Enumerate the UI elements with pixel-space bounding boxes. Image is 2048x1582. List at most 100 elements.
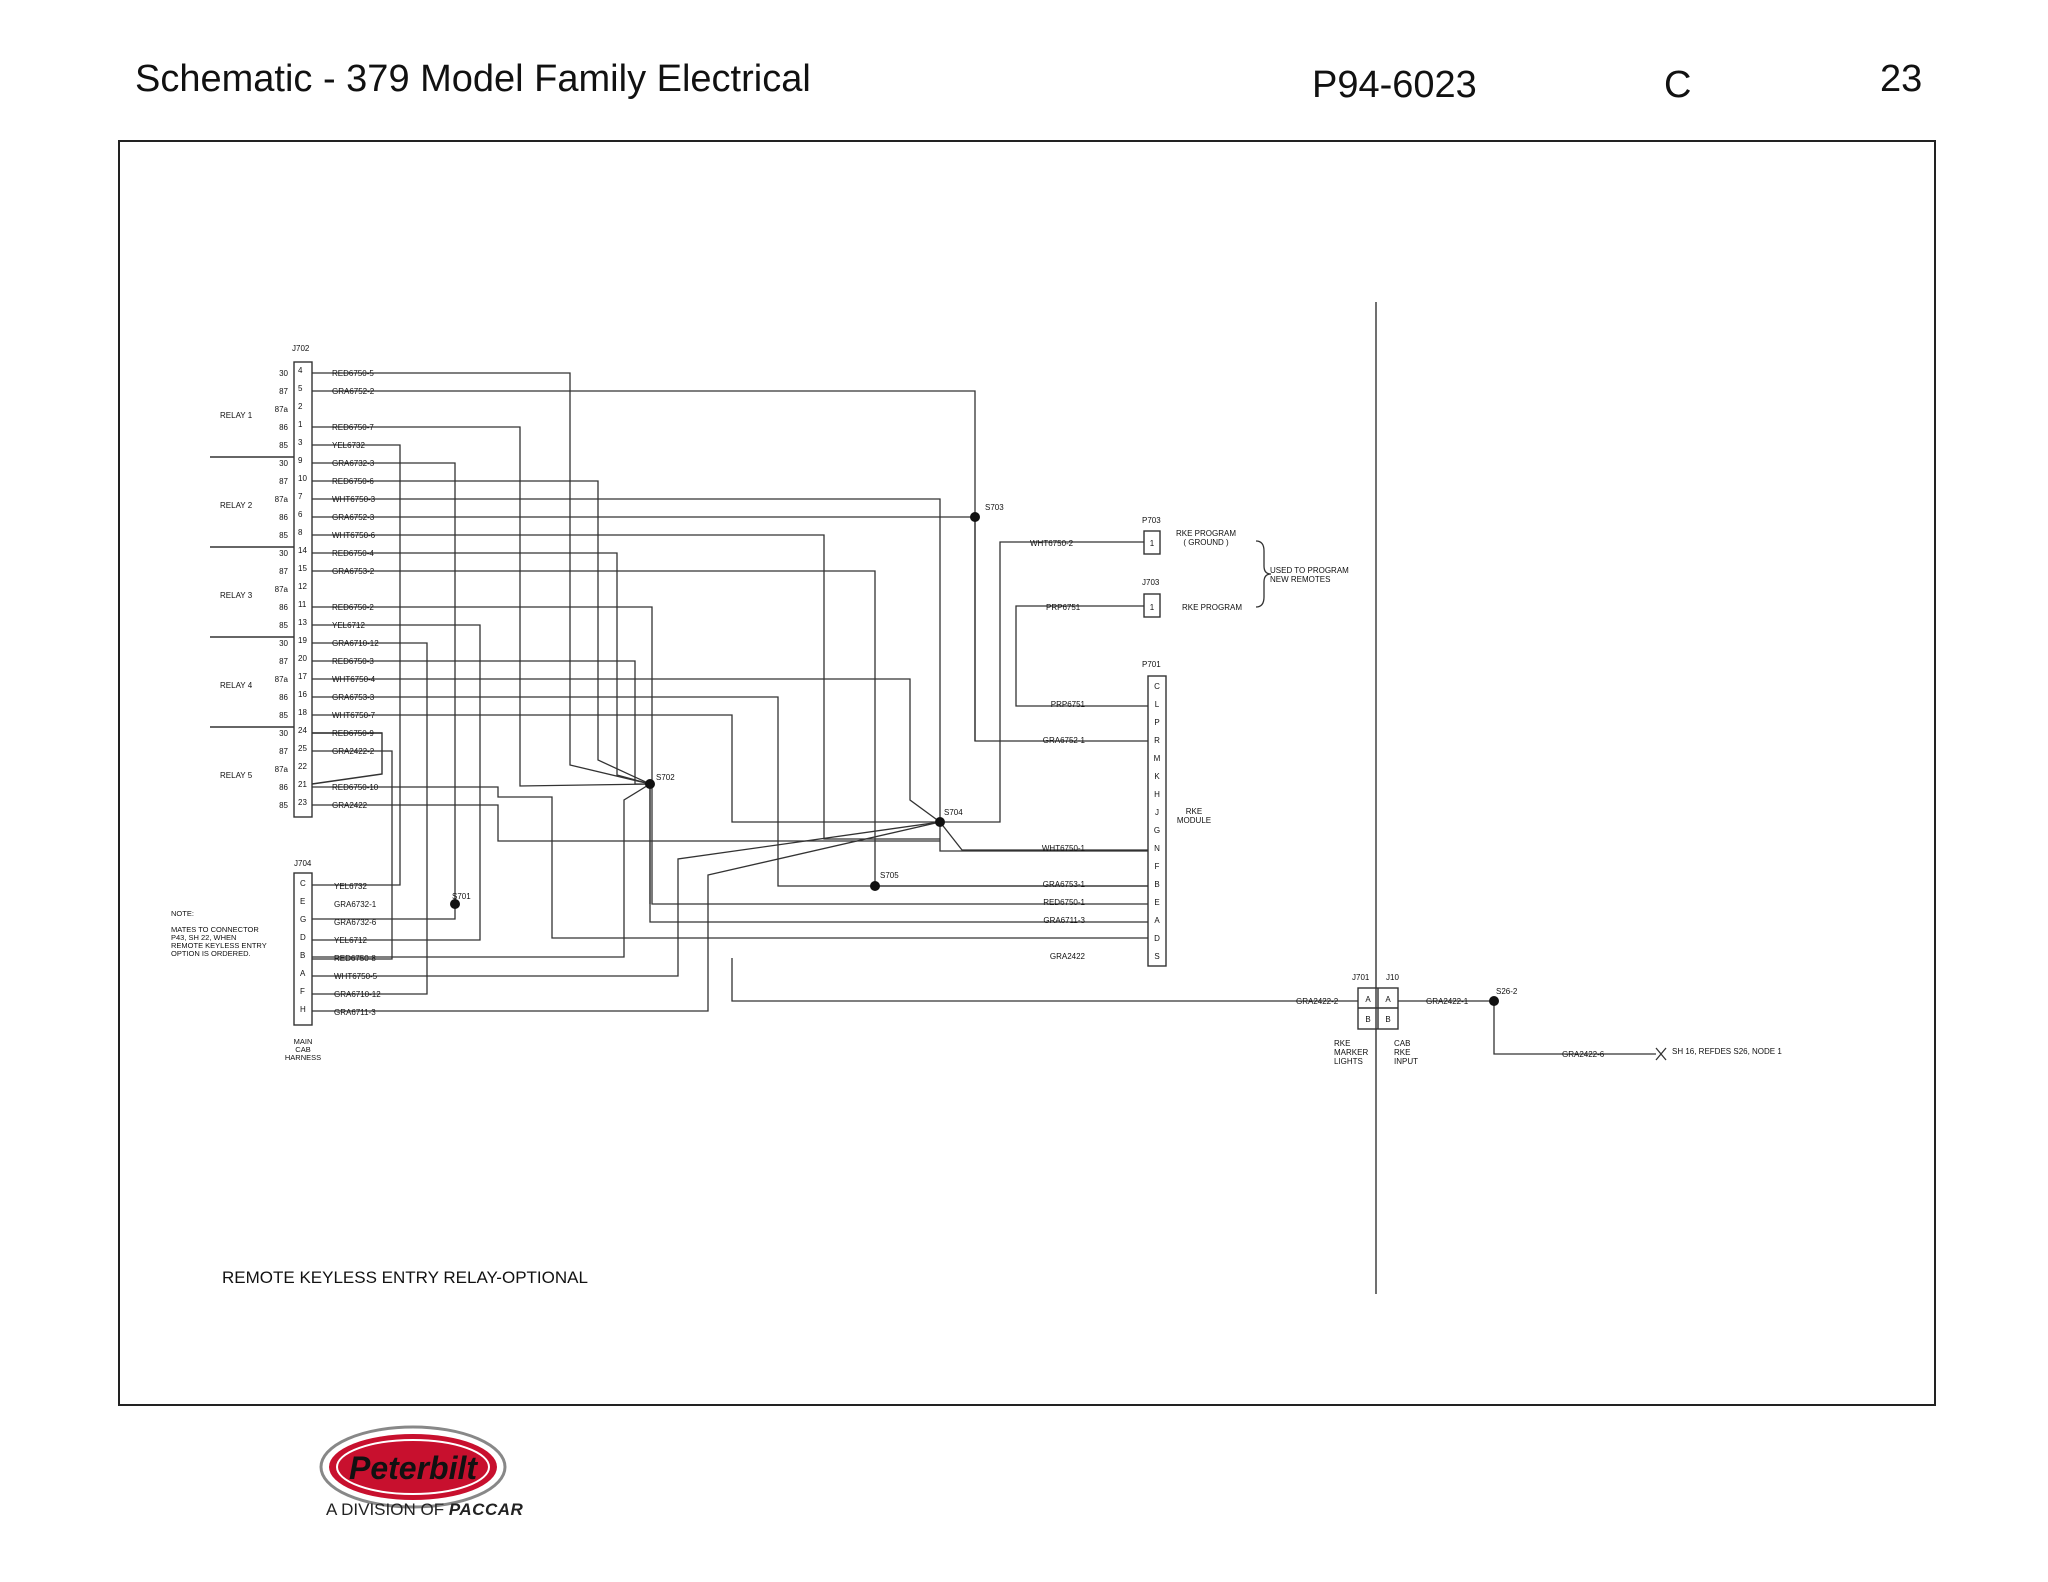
wire-label: WHT6750-3 — [332, 495, 376, 504]
j703-description: RKE PROGRAM — [1182, 603, 1242, 612]
j702-pin-label: 10 — [298, 474, 307, 483]
relay-terminal-label: 30 — [279, 729, 288, 738]
j704-harness-label: CAB — [295, 1045, 310, 1054]
reference-note: SH 16, REFDES S26, NODE 1 — [1672, 1047, 1782, 1056]
program-note-text: NEW REMOTES — [1270, 575, 1330, 584]
wire-label: GRA6753-2 — [332, 567, 375, 576]
j702-pin-label: 1 — [298, 420, 303, 429]
wire-label: WHT6750-5 — [334, 972, 378, 981]
program-note-text: USED TO PROGRAM — [1270, 566, 1349, 575]
j10-pin-label: A — [1385, 995, 1391, 1004]
wire-label: GRA2422-6 — [1562, 1050, 1605, 1059]
relay-terminal-label: 87a — [275, 495, 289, 504]
wire-label: GRA2422 — [1050, 952, 1086, 961]
diagram-caption: REMOTE KEYLESS ENTRY RELAY-OPTIONAL — [222, 1268, 588, 1287]
p701-pin-label: H — [1154, 790, 1160, 799]
p701-pin-label: C — [1154, 682, 1160, 691]
p701-pin-label: M — [1154, 754, 1161, 763]
j701-description: RKE — [1334, 1039, 1350, 1048]
j704-pin-label: B — [300, 951, 305, 960]
p701-pin-label: A — [1154, 916, 1160, 925]
relay-terminal-label: 86 — [279, 603, 288, 612]
j704-connector-body — [293, 872, 313, 1026]
p703-pin-label: 1 — [1150, 539, 1155, 548]
document-number: P94-6023 — [1312, 64, 1477, 106]
wire-label: GRA6732-3 — [332, 459, 375, 468]
splice-label-s704: S704 — [944, 808, 963, 817]
wire-label: GRA2422-2 — [332, 747, 375, 756]
j702-pin-label: 6 — [298, 510, 303, 519]
relay-terminal-label: 87 — [279, 477, 288, 486]
j702-pin-label: 11 — [298, 600, 307, 609]
j703-pin-label: 1 — [1150, 603, 1155, 612]
j702-pin-label: 5 — [298, 384, 303, 393]
connector-label-j701: J701 — [1352, 973, 1370, 982]
note-text: NOTE: — [171, 909, 194, 918]
relay-terminal-label: 30 — [279, 639, 288, 648]
wire-label: WHT6750-7 — [332, 711, 376, 720]
j702-pin-label: 3 — [298, 438, 303, 447]
splice-label-s702: S702 — [656, 773, 675, 782]
wire-label: GRA6752-2 — [332, 387, 375, 396]
p701-module-label: MODULE — [1177, 816, 1211, 825]
connector-label-j10: J10 — [1386, 973, 1399, 982]
p701-pin-label: K — [1154, 772, 1160, 781]
j702-pin-label: 22 — [298, 762, 307, 771]
wire-label: GRA6710-12 — [334, 990, 381, 999]
wire-label: GRA6752-3 — [332, 513, 375, 522]
p701-module-label: RKE — [1186, 807, 1202, 816]
j702-pin-label: 20 — [298, 654, 307, 663]
p701-pin-label: S — [1154, 952, 1159, 961]
j702-pin-label: 19 — [298, 636, 307, 645]
relay-terminal-label: 85 — [279, 531, 288, 540]
p701-connector-body — [1147, 675, 1167, 967]
wire-label: GRA6711-3 — [334, 1008, 376, 1017]
note-text: P43, SH 22, WHEN — [171, 933, 236, 942]
relay-label: RELAY 3 — [220, 591, 253, 600]
splice-node — [645, 779, 655, 789]
p701-pin-label: E — [1154, 898, 1159, 907]
wire-label: GRA6753-3 — [332, 693, 375, 702]
j10-description: CAB — [1394, 1039, 1410, 1048]
note-text: REMOTE KEYLESS ENTRY — [171, 941, 267, 950]
schematic-frame — [118, 140, 1936, 1406]
wire-label: RED6750-6 — [332, 477, 374, 486]
j702-pin-label: 12 — [298, 582, 307, 591]
splice-label-s703: S703 — [985, 503, 1004, 512]
j701-description: LIGHTS — [1334, 1057, 1363, 1066]
j702-pin-label: 24 — [298, 726, 307, 735]
j702-pin-label: 8 — [298, 528, 303, 537]
wire-label: GRA2422 — [332, 801, 368, 810]
j701-pin-label: B — [1365, 1015, 1370, 1024]
wire-label: RED6750-5 — [332, 369, 374, 378]
logo-wordmark: Peterbilt — [349, 1450, 478, 1486]
j704-pin-label: D — [300, 933, 306, 942]
splice-node — [970, 512, 980, 522]
wire-label: RED6750-2 — [332, 603, 374, 612]
j702-pin-label: 15 — [298, 564, 307, 573]
relay-terminal-label: 85 — [279, 801, 288, 810]
p701-pin-label: N — [1154, 844, 1160, 853]
splice-label-s26: S26-2 — [1496, 987, 1518, 996]
relay-terminal-label: 87a — [275, 675, 289, 684]
p703-description: RKE PROGRAM — [1176, 529, 1236, 538]
relay-terminal-label: 85 — [279, 621, 288, 630]
page-number: 23 — [1880, 58, 1923, 100]
relay-terminal-label: 87 — [279, 747, 288, 756]
wire-label: YEL6732 — [332, 441, 365, 450]
p701-pin-label: J — [1155, 808, 1159, 817]
splice-node — [1489, 996, 1499, 1006]
relay-terminal-label: 87 — [279, 387, 288, 396]
p701-pin-label: D — [1154, 934, 1160, 943]
relay-terminal-label: 87 — [279, 567, 288, 576]
splice-label-s705: S705 — [880, 871, 899, 880]
wire-label: WHT6750-2 — [1030, 539, 1074, 548]
wire-label: YEL6732 — [334, 882, 367, 891]
wire-label: RED6750-9 — [332, 729, 374, 738]
connector-label-p701: P701 — [1142, 660, 1161, 669]
j702-pin-label: 25 — [298, 744, 307, 753]
relay-label: RELAY 2 — [220, 501, 253, 510]
division-line: A DIVISION OF PACCAR — [326, 1500, 524, 1519]
j702-pin-label: 7 — [298, 492, 303, 501]
j704-pin-label: C — [300, 879, 306, 888]
